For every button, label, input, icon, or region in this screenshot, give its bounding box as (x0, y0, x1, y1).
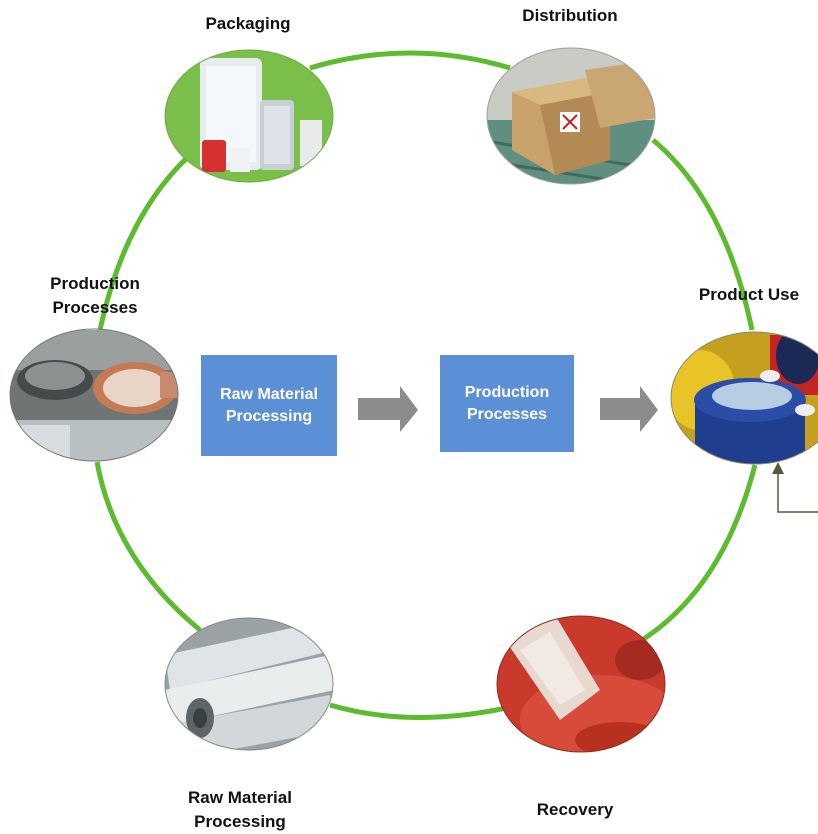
stage-label-recovery: Recovery (536, 800, 614, 819)
flow-arrow-1 (358, 386, 418, 432)
flow-arrow-2 (600, 386, 658, 432)
flow-box-production-processes: Production Processes (440, 355, 574, 452)
stage-label-raw-material-processing: Raw Material Processing (188, 788, 292, 831)
packaging-photo-icon (164, 49, 334, 183)
stage-label-packaging: Packaging (205, 14, 291, 33)
flow-box-raw-material-processing: Raw Material Processing (201, 355, 337, 456)
cycle-ring (94, 50, 758, 720)
factory-machinery-photo-icon (9, 328, 179, 462)
feedback-connector (777, 472, 818, 513)
stage-label-distribution: Distribution (522, 6, 618, 25)
stage-label-product-use: Product Use (698, 285, 800, 304)
stage-label-production-processes: Production Processes (50, 274, 140, 317)
feedback-connector-arrowhead (772, 462, 784, 474)
film-rolls-photo-icon (164, 617, 334, 751)
drum-photo-icon (670, 331, 818, 465)
